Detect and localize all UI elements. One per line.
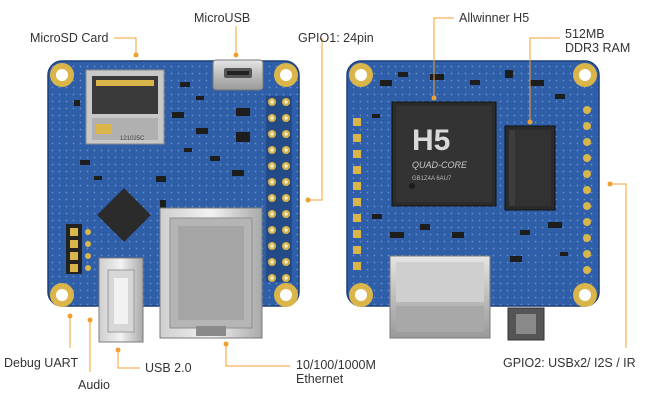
leader-usb2 — [117, 352, 140, 369]
right-board: H5 QUAD-CORE GB1Z4A 6AU7 — [346, 60, 600, 341]
ddr3-ram-chip — [504, 125, 556, 211]
usb-underside — [507, 307, 545, 341]
usb2-port — [98, 257, 144, 343]
label-gpio1: GPIO1: 24pin — [298, 31, 374, 45]
label-ram: 512MB DDR3 RAM — [565, 27, 630, 55]
ethernet-underside — [389, 255, 491, 339]
sd-code-text: 121025C — [120, 136, 145, 142]
leader-ethernet — [225, 346, 290, 367]
leader-microsd — [114, 37, 137, 54]
leader-lines — [67, 17, 627, 372]
label-debug-uart: Debug UART — [4, 356, 79, 370]
label-ram-line2: DDR3 RAM — [565, 41, 631, 55]
left-board: 121025C — [47, 59, 300, 343]
label-ram-line1: 512MB — [565, 27, 605, 41]
chip-brand-text: H5 — [412, 124, 450, 157]
leader-allwinner — [433, 17, 454, 96]
ethernet-phy-chip — [97, 188, 151, 242]
label-ethernet: 10/100/1000M Ethernet — [296, 358, 376, 386]
ethernet-jack — [159, 207, 263, 339]
chip-sub-text: QUAD-CORE — [412, 160, 468, 170]
label-usb2: USB 2.0 — [145, 361, 192, 375]
label-microusb: MicroUSB — [194, 11, 251, 25]
right-left-edge-pads — [353, 118, 361, 270]
label-audio: Audio — [78, 378, 110, 392]
gpio1-header — [266, 96, 292, 282]
microusb-connector — [212, 59, 264, 91]
leader-gpio1 — [309, 38, 323, 201]
left-mounting-pads — [50, 63, 298, 307]
label-ethernet-line2: Ethernet — [296, 372, 344, 386]
left-components — [74, 82, 250, 210]
right-mounting-pads — [349, 63, 597, 307]
h5-soc: H5 QUAD-CORE GB1Z4A 6AU7 — [391, 101, 497, 207]
audio-pads — [85, 229, 91, 271]
debug-uart-pins — [66, 224, 82, 274]
gpio2-pads — [583, 106, 591, 274]
chip-id-text: GB1Z4A 6AU7 — [412, 176, 452, 182]
label-ethernet-line1: 10/100/1000M — [296, 358, 376, 372]
label-microsd: MicroSD Card — [30, 31, 109, 45]
right-components — [372, 70, 568, 262]
label-gpio2: GPIO2: USBx2/ I2S / IR — [503, 356, 636, 370]
label-allwinner: Allwinner H5 — [459, 11, 530, 25]
leader-gpio2 — [612, 183, 627, 348]
leader-ram — [529, 37, 560, 120]
microsd-slot — [85, 69, 165, 145]
